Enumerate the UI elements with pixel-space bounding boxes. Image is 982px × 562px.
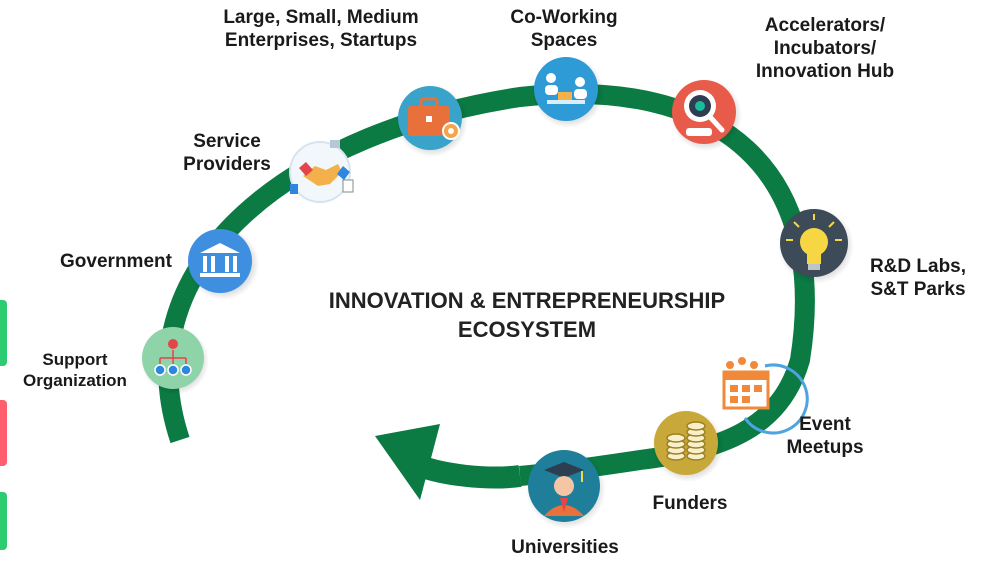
funders-label: Funders: [652, 493, 728, 514]
government-label: Government: [60, 251, 172, 272]
graduate-icon: [544, 462, 584, 516]
rnd-labs-node: [778, 208, 854, 284]
universities-label: Universities: [511, 537, 619, 558]
government-node: [187, 228, 259, 300]
brain-gear-icon: [684, 90, 725, 136]
co-working-spaces-node: [532, 56, 604, 128]
support-organization-label: Support Organization: [23, 350, 127, 390]
service-providers-node: [289, 140, 354, 203]
event-meetups-node: [722, 357, 809, 435]
edge-tab-pink: [0, 400, 7, 466]
ecosystem-arrow-head: [375, 424, 440, 500]
funders-node: [652, 410, 724, 482]
event-meetups-label: Event Meetups: [786, 414, 864, 458]
calendar-people-icon: [722, 357, 770, 410]
enterprises-label: Large, Small, Medium Enterprises, Startu…: [223, 7, 419, 51]
briefcase-icon: [408, 97, 460, 140]
coins-icon: [666, 421, 706, 461]
lightbulb-icon: [786, 214, 842, 270]
rnd-labs-label: R&D Labs, S&T Parks: [869, 256, 967, 300]
edge-tab-green-bottom: [0, 492, 7, 550]
service-providers-label: Service Providers: [183, 131, 271, 175]
ecosystem-title: INNOVATION & ENTREPRENEURSHIP ECOSYSTEM: [328, 288, 726, 342]
government-building-icon: [200, 243, 240, 277]
enterprises-node: [396, 85, 468, 157]
handshake-icon: [290, 140, 354, 194]
co-working-spaces-label: Co-Working Spaces: [510, 7, 618, 51]
universities-node: [526, 449, 606, 529]
ecosystem-ring-arc: [158, 83, 815, 486]
org-chart-icon: [154, 339, 192, 376]
edge-tab-green-top: [0, 300, 7, 366]
accelerators-node: [670, 79, 742, 151]
meeting-icon: [545, 73, 587, 104]
support-organization-node: [141, 327, 209, 395]
accelerators-label: Accelerators/ Incubators/ Innovation Hub: [755, 15, 895, 82]
